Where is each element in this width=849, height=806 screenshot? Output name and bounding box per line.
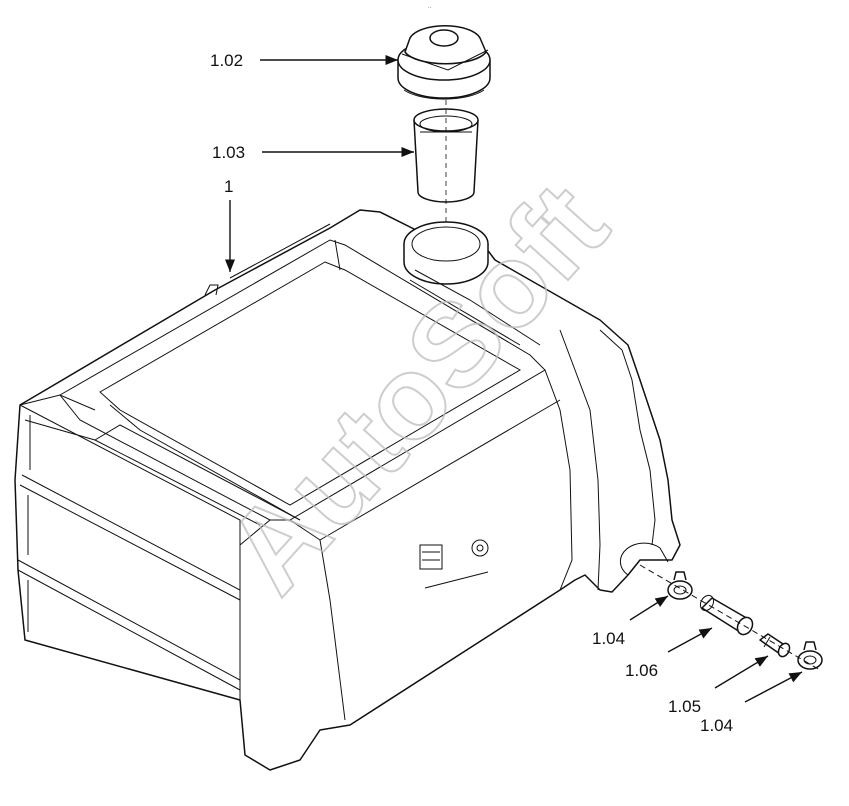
label-fitting: 1.05 (668, 697, 701, 716)
label-cap: 1.02 (210, 51, 243, 70)
label-tank: 1 (224, 177, 233, 196)
label-clip-right: 1.04 (700, 716, 733, 735)
leader-hose (667, 627, 713, 653)
label-hose: 1.06 (625, 661, 658, 680)
leader-clip-left (629, 595, 669, 621)
leader-fitting (714, 655, 769, 689)
hose-clip-left (667, 571, 693, 600)
fuel-cap: ·· (397, 5, 491, 100)
fitting (759, 633, 791, 658)
cap-tiny-mark: ·· (428, 5, 432, 11)
tank-body (14, 209, 681, 771)
leader-clip-right (744, 671, 803, 703)
label-strainer: 1.03 (212, 143, 245, 162)
label-clip-left: 1.04 (592, 629, 625, 648)
hose-clip-right (797, 641, 823, 670)
assembly-axis (639, 564, 821, 671)
